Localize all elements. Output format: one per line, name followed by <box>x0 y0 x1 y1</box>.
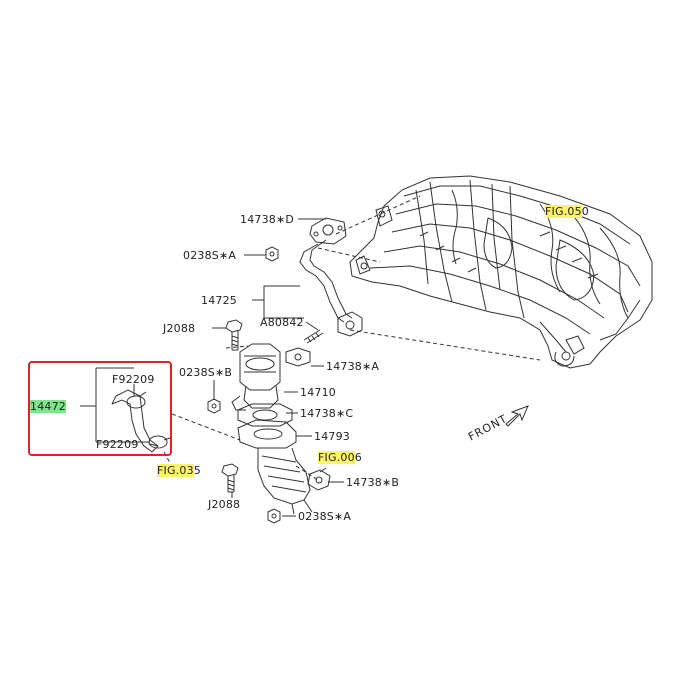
figure-ref-035-suffix: 5 <box>193 464 201 477</box>
figure-ref-006-suffix: 6 <box>354 451 362 464</box>
callout-f92209-top[interactable]: F92209 <box>112 373 155 386</box>
gasket-14738b-drawing <box>307 469 331 491</box>
nut-0238s-a-bottom-drawing <box>267 508 281 524</box>
callout-14725[interactable]: 14725 <box>201 294 237 307</box>
nut-0238s-b-drawing <box>207 398 221 414</box>
bolt-j2088-bottom-drawing <box>221 463 239 493</box>
gasket-14738c-drawing <box>237 403 293 427</box>
selected-part-highlight-box <box>28 361 172 456</box>
callout-f92209-bottom[interactable]: F92209 <box>96 438 139 451</box>
callout-j2088-top[interactable]: J2088 <box>163 322 196 335</box>
callout-14710[interactable]: 14710 <box>300 386 336 399</box>
callout-0238s-a-top[interactable]: 0238S∗A <box>183 249 237 262</box>
gasket-14738a-drawing <box>285 347 311 367</box>
intake-manifold-drawing <box>349 175 653 369</box>
front-arrow <box>505 405 529 427</box>
figure-ref-035-prefix: FIG.03 <box>157 464 194 477</box>
bolt-j2088-top-drawing <box>225 319 243 351</box>
callout-14472[interactable]: 14472 <box>30 400 66 413</box>
callout-14738-a[interactable]: 14738∗A <box>326 360 380 373</box>
callout-0238s-b[interactable]: 0238S∗B <box>179 366 233 379</box>
callout-14738-c[interactable]: 14738∗C <box>300 407 354 420</box>
figure-ref-050-prefix: FIG.05 <box>545 205 582 218</box>
figure-ref-050-suffix: 0 <box>581 205 589 218</box>
callout-14793[interactable]: 14793 <box>314 430 350 443</box>
callout-a80842[interactable]: A80842 <box>260 316 304 329</box>
callout-j2088-bottom[interactable]: J2088 <box>208 498 241 511</box>
figure-ref-050[interactable]: FIG.050 <box>545 205 589 218</box>
hose-clamp-top-drawing <box>126 391 147 409</box>
egr-valve-drawing <box>231 343 281 411</box>
stud-a80842-drawing <box>303 329 324 344</box>
figure-ref-006[interactable]: FIG.006 <box>318 451 362 464</box>
callout-0238s-a-bottom[interactable]: 0238S∗A <box>298 510 352 523</box>
figure-ref-006-prefix: FIG.00 <box>318 451 355 464</box>
callout-14738-b[interactable]: 14738∗B <box>346 476 400 489</box>
callout-14738-d[interactable]: 14738∗D <box>240 213 295 226</box>
egr-pipe-upper-drawing <box>299 217 363 337</box>
egr-cooler-drawing <box>237 419 313 515</box>
nut-0238s-a-top-drawing <box>265 246 279 262</box>
figure-ref-035[interactable]: FIG.035 <box>157 464 201 477</box>
